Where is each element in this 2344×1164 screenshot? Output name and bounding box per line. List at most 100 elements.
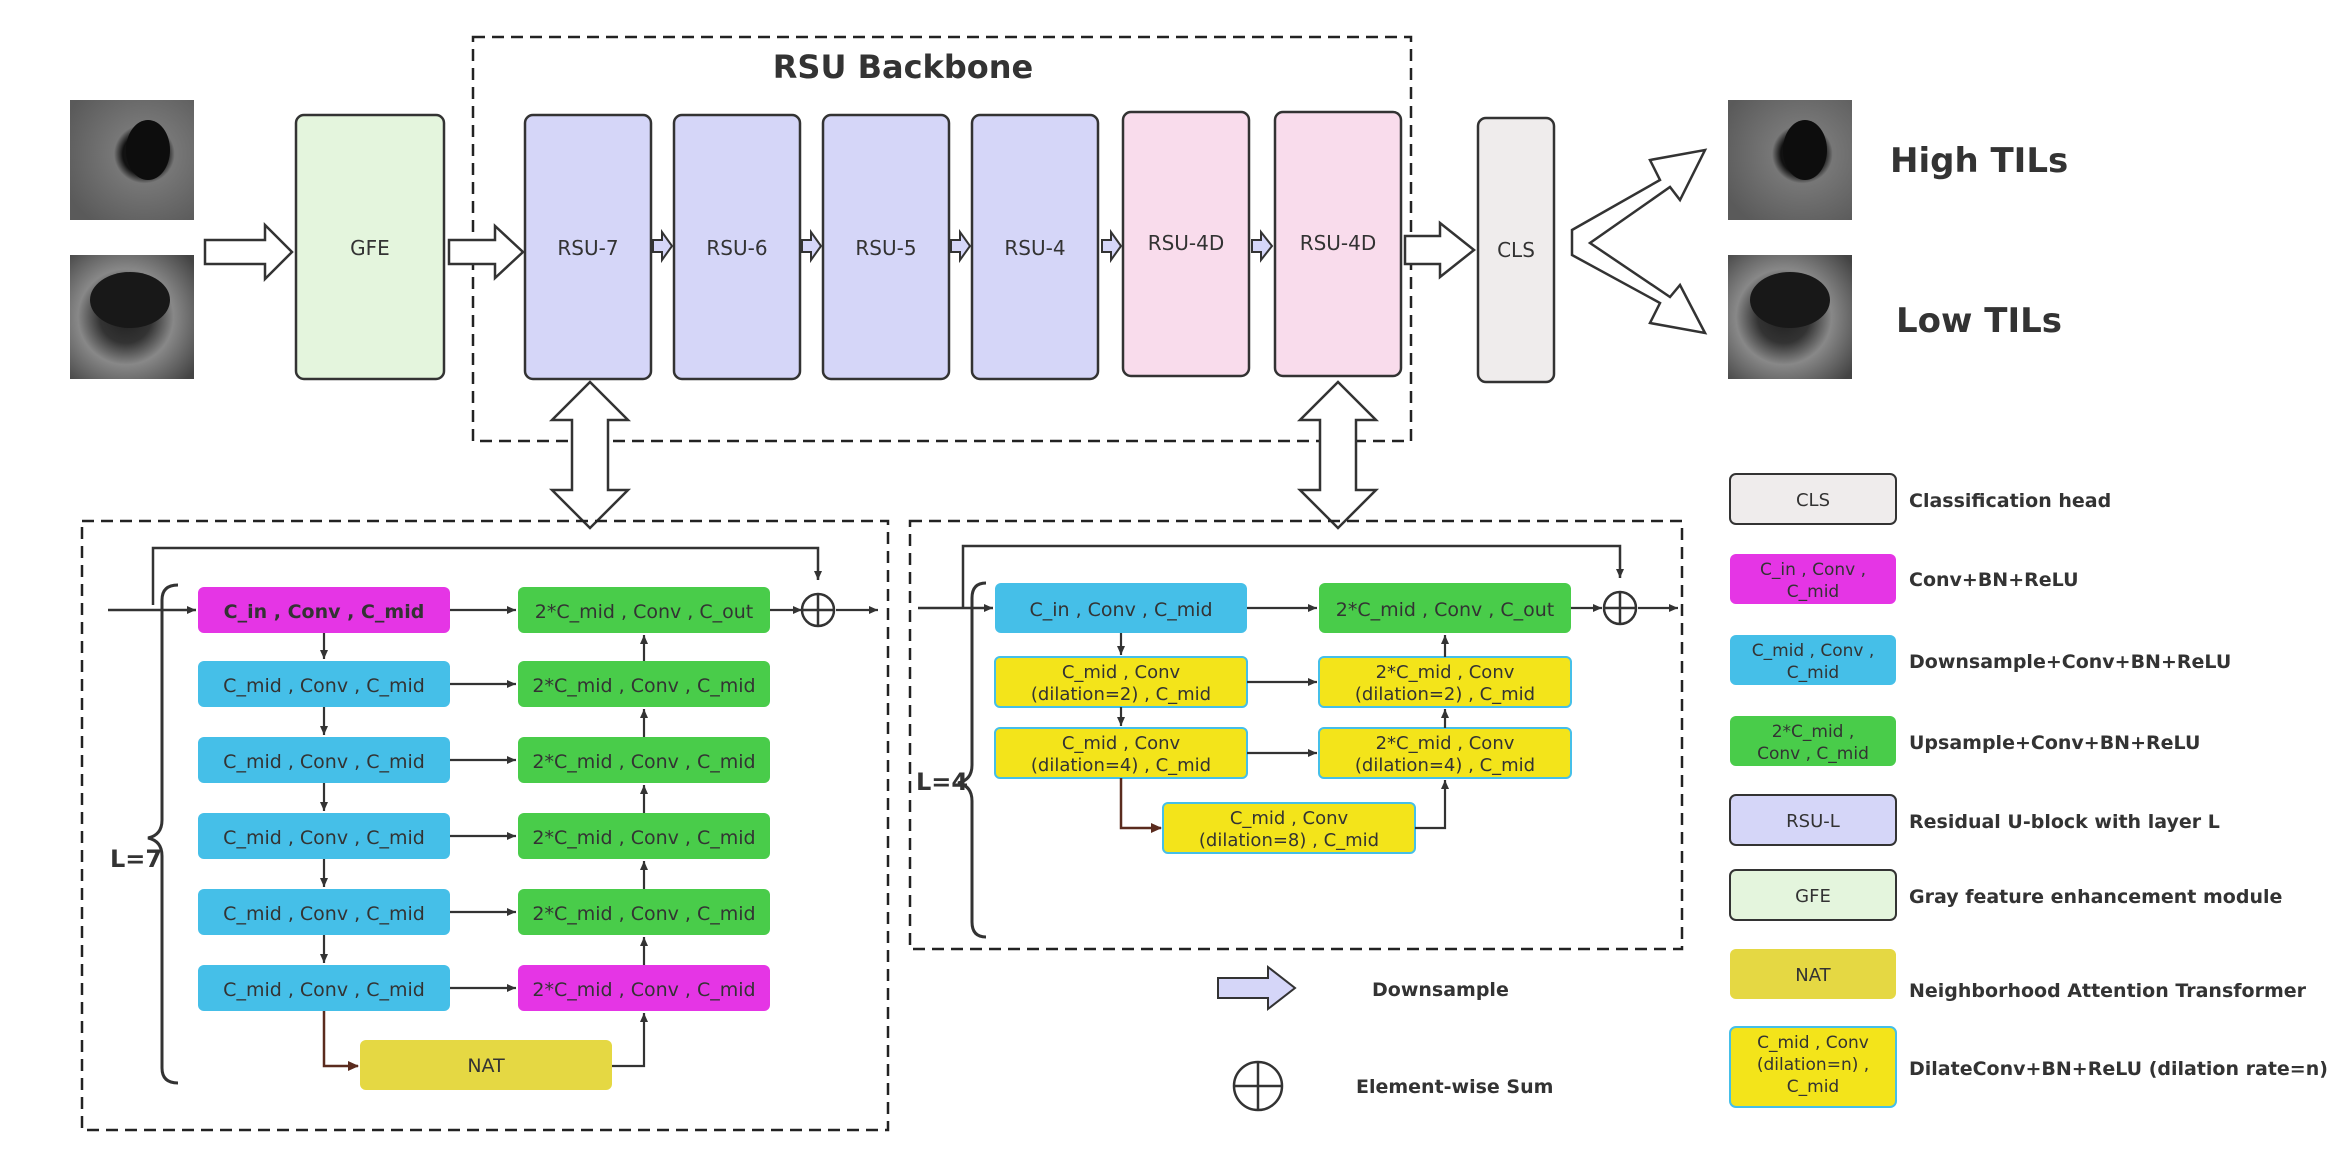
encoder-block bbox=[198, 661, 450, 707]
rsu-7-decoder: 2*C_mid , Conv , C_out 2*C_mid , Conv , … bbox=[518, 587, 770, 1011]
legend-swatch bbox=[1730, 716, 1896, 766]
svg-text:NAT: NAT bbox=[1795, 965, 1831, 986]
encoder-block bbox=[198, 813, 450, 859]
svg-text:2*C_mid , Conv: 2*C_mid , Conv bbox=[1376, 662, 1515, 683]
decoder-block bbox=[518, 661, 770, 707]
encoder-block bbox=[198, 587, 450, 633]
rsu-7-layer-label: L=7 bbox=[110, 845, 162, 873]
svg-text:(dilation=4) , C_mid: (dilation=4) , C_mid bbox=[1355, 755, 1535, 776]
legend-text: Conv+BN+ReLU bbox=[1909, 569, 2079, 591]
legend-text: Gray feature enhancement module bbox=[1909, 886, 2282, 908]
rsu-4-label: RSU-4 bbox=[1004, 236, 1065, 260]
hollow-arrow-icon bbox=[447, 223, 525, 281]
svg-text:C_mid , Conv: C_mid , Conv bbox=[1757, 1033, 1869, 1053]
gfe-label: GFE bbox=[350, 236, 390, 260]
legend-text: Classification head bbox=[1909, 490, 2111, 512]
rsu-4d-block-1 bbox=[1121, 110, 1251, 378]
svg-text:C_mid: C_mid bbox=[1787, 582, 1839, 602]
legend-text: Residual U-block with layer L bbox=[1909, 811, 2220, 833]
svg-text:2*C_mid , Conv , C_mid: 2*C_mid , Conv , C_mid bbox=[532, 751, 755, 773]
legend-text: Downsample+Conv+BN+ReLU bbox=[1909, 651, 2231, 673]
downsample-arrows bbox=[652, 228, 1274, 264]
encoder-block bbox=[198, 889, 450, 935]
residual-connection bbox=[961, 544, 1624, 607]
encoder-label: C_in , Conv , C_mid bbox=[1029, 599, 1212, 621]
sum-icon bbox=[800, 592, 836, 628]
svg-text:Conv , C_mid: Conv , C_mid bbox=[1757, 744, 1869, 764]
svg-text:C_mid: C_mid bbox=[1787, 663, 1839, 683]
svg-text:(dilation=8) , C_mid: (dilation=8) , C_mid bbox=[1199, 830, 1379, 851]
split-arrow-icon bbox=[1570, 148, 1708, 335]
decoder-block bbox=[518, 965, 770, 1011]
input-ultrasound-image-1 bbox=[70, 100, 194, 220]
double-arrow-icon bbox=[548, 380, 632, 530]
decoder-block bbox=[518, 889, 770, 935]
svg-text:C_mid , Conv , C_mid: C_mid , Conv , C_mid bbox=[223, 979, 425, 1001]
legend-swatch bbox=[1730, 554, 1896, 604]
dilated-bottom-input-arrow bbox=[1119, 778, 1162, 833]
legend-swatch bbox=[1729, 869, 1897, 921]
encoder-block bbox=[198, 737, 450, 783]
rsu-4d-detail-frame bbox=[908, 519, 1684, 951]
svg-text:(dilation=n) ,: (dilation=n) , bbox=[1757, 1055, 1869, 1075]
downsample-arrow-icon bbox=[652, 228, 674, 264]
cls-label: CLS bbox=[1497, 238, 1535, 262]
output-ultrasound-image-1 bbox=[1728, 100, 1852, 220]
svg-text:C_mid , Conv: C_mid , Conv bbox=[1062, 733, 1181, 754]
legend-text: DilateConv+BN+ReLU (dilation rate=n) bbox=[1909, 1058, 2328, 1080]
downsample-arrow-icon bbox=[950, 228, 972, 264]
svg-text:C_mid: C_mid bbox=[1787, 1077, 1839, 1097]
svg-text:(dilation=2) , C_mid: (dilation=2) , C_mid bbox=[1355, 684, 1535, 705]
hollow-arrow-icon bbox=[1403, 220, 1477, 280]
svg-text:2*C_mid , Conv , C_mid: 2*C_mid , Conv , C_mid bbox=[532, 675, 755, 697]
downsample-arrow-icon bbox=[1217, 964, 1297, 1012]
svg-text:2*C_mid , Conv: 2*C_mid , Conv bbox=[1376, 733, 1515, 754]
rsu-4d-layer-label: L=4 bbox=[916, 768, 968, 796]
sum-icon bbox=[1232, 1060, 1284, 1112]
svg-text:C_mid , Conv: C_mid , Conv bbox=[1062, 662, 1181, 683]
double-arrow-icon bbox=[1296, 380, 1380, 530]
sum-icon bbox=[1602, 590, 1638, 626]
rsu-5-label: RSU-5 bbox=[855, 236, 916, 260]
svg-text:C_mid , Conv , C_mid: C_mid , Conv , C_mid bbox=[223, 903, 425, 925]
svg-text:(dilation=2) , C_mid: (dilation=2) , C_mid bbox=[1031, 684, 1211, 705]
decoder-block bbox=[518, 813, 770, 859]
svg-text:C_in , Conv ,: C_in , Conv , bbox=[1760, 560, 1866, 580]
downsample-arrow-icon bbox=[1101, 228, 1123, 264]
decoder-block bbox=[518, 737, 770, 783]
svg-text:C_mid , Conv: C_mid , Conv bbox=[1230, 808, 1349, 829]
decoder-block bbox=[1319, 583, 1571, 633]
backbone-title: RSU Backbone bbox=[773, 48, 1033, 86]
rsu-7-block bbox=[523, 113, 653, 381]
svg-text:C_mid , Conv ,: C_mid , Conv , bbox=[1752, 641, 1875, 661]
gfe-block bbox=[294, 113, 446, 381]
svg-text:CLS: CLS bbox=[1796, 490, 1830, 511]
svg-text:2*C_mid , Conv , C_out: 2*C_mid , Conv , C_out bbox=[535, 601, 754, 623]
legend-element-wise-sum: Element-wise Sum bbox=[1356, 1076, 1553, 1098]
legend-downsample: Downsample bbox=[1372, 979, 1509, 1001]
output-low-tils: Low TILs bbox=[1896, 301, 2062, 341]
cls-block bbox=[1476, 116, 1556, 384]
rsu-4d-block-2 bbox=[1273, 110, 1403, 378]
svg-text:RSU-L: RSU-L bbox=[1786, 811, 1840, 832]
svg-text:2*C_mid , Conv , C_mid: 2*C_mid , Conv , C_mid bbox=[532, 827, 755, 849]
downsample-arrow-icon bbox=[801, 228, 823, 264]
encoder-block bbox=[198, 965, 450, 1011]
rsu-4d-connectors bbox=[1117, 604, 1678, 830]
rsu-7-label: RSU-7 bbox=[557, 236, 618, 260]
legend-swatch bbox=[1729, 794, 1897, 846]
rsu-7-encoder: C_in , Conv , C_mid C_mid , Conv , C_mid… bbox=[198, 587, 450, 1011]
rsu-7-connectors bbox=[320, 606, 878, 1068]
svg-text:C_mid , Conv , C_mid: C_mid , Conv , C_mid bbox=[223, 827, 425, 849]
decoder-block bbox=[518, 587, 770, 633]
legend-panel: CLS Classification head C_in , Conv , C_… bbox=[1729, 473, 2328, 1108]
svg-text:(dilation=4) , C_mid: (dilation=4) , C_mid bbox=[1031, 755, 1211, 776]
legend-text: Upsample+Conv+BN+ReLU bbox=[1909, 732, 2200, 754]
encoder-block bbox=[995, 583, 1247, 633]
rsu-4d-label-1: RSU-4D bbox=[1148, 231, 1225, 255]
decoder-label: 2*C_mid , Conv , C_out bbox=[1336, 599, 1555, 621]
legend-swatch bbox=[1730, 949, 1896, 999]
rsu-7-detail-frame bbox=[80, 519, 890, 1132]
input-ultrasound-image-2 bbox=[70, 255, 194, 379]
